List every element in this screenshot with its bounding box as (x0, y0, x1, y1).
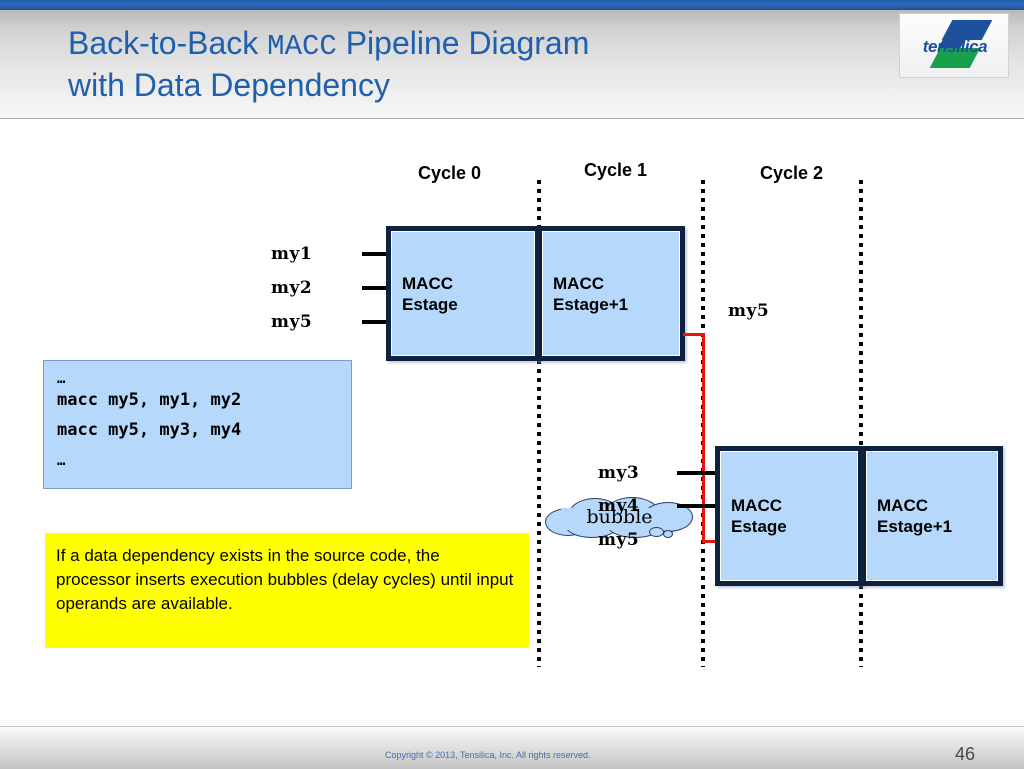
cycle-divider-1 (537, 180, 541, 667)
dependency-line-segment-top (683, 333, 705, 336)
row2-stage-box-1: MACC Estage+1 (861, 446, 1003, 586)
title-text-part2: Pipeline Diagram (336, 25, 590, 61)
row2-operand-label-1: my4 (598, 496, 640, 516)
bubble-tail-small-icon (663, 530, 673, 538)
row2-operand-wire-1 (677, 504, 717, 508)
row1-stage-1-line2: Estage+1 (553, 294, 629, 314)
row1-operand-wire-1 (362, 286, 390, 290)
explanation-note-text: If a data dependency exists in the sourc… (56, 546, 514, 613)
code-line-1: macc my5, my1, my2 (57, 390, 242, 410)
slide-footer (0, 726, 1024, 769)
top-accent-bar (0, 0, 1024, 10)
row2-stage-0-line1: MACC (731, 496, 782, 515)
cycle-divider-3 (859, 180, 863, 667)
row1-operand-label-0: my1 (271, 244, 313, 264)
logo-wordmark: tensilica (922, 37, 988, 56)
title-mono-macc: MACC (267, 30, 337, 63)
explanation-note: If a data dependency exists in the sourc… (45, 533, 529, 648)
row1-operand-wire-2 (362, 320, 390, 324)
row2-stage-0-inner-border (720, 451, 858, 581)
title-text-part1: Back-to-Back (68, 25, 268, 61)
bubble-label: bubble (586, 506, 653, 528)
code-line-0: … (57, 371, 66, 387)
slide-header: Back-to-Back MACC Pipeline Diagram with … (0, 10, 1024, 119)
row2-stage-0-line2: Estage (731, 517, 787, 536)
row2-operand-wire-0 (677, 471, 717, 475)
page-number: 46 (955, 744, 976, 764)
row1-operand-wire-0 (362, 252, 390, 256)
row2-pipeline-stages: MACC Estage MACC Estage+1 (715, 446, 1003, 586)
row1-stage-1-inner-border (542, 231, 680, 356)
diagram-canvas: Cycle 0 Cycle 1 Cycle 2 my1 my2 my5 MACC… (0, 118, 1024, 726)
cycle-label-0: Cycle 0 (418, 163, 482, 183)
code-line-3: … (57, 453, 66, 469)
row1-operand-label-2: my5 (271, 312, 313, 332)
row2-stage-1-label: MACC Estage+1 (877, 495, 952, 537)
row1-stage-1-line1: MACC (553, 273, 604, 293)
row1-operand-label-1: my2 (271, 278, 313, 298)
bubble-callout: bubble (543, 496, 696, 541)
title-line-two: with Data Dependency (68, 67, 390, 103)
row2-stage-0-label: MACC Estage (731, 495, 787, 537)
copyright-text: Copyright © 2013, Tensilica, Inc. All ri… (385, 750, 591, 760)
row2-stage-1-inner-border (866, 451, 998, 581)
source-code-box: … macc my5, my1, my2 macc my5, my3, my4 … (43, 360, 352, 489)
dependency-line-segment-vertical (702, 333, 705, 543)
row2-operand-label-0: my3 (598, 463, 640, 483)
row2-operand-label-2: my5 (598, 530, 640, 550)
bubble-tail-large-icon (649, 527, 664, 537)
cycle-label-2: Cycle 2 (760, 163, 824, 183)
row2-stage-1-line2: Estage+1 (877, 517, 953, 536)
row1-stage-0-line2: Estage (402, 294, 458, 314)
row2-stage-box-0: MACC Estage (715, 446, 863, 586)
row2-stage-1-line1: MACC (877, 496, 928, 515)
page-title: Back-to-Back MACC Pipeline Diagram with … (68, 24, 828, 104)
row1-stage-0-inner-border (391, 231, 535, 356)
tensilica-logo: tensilica (899, 13, 1009, 78)
code-line-2: macc my5, my3, my4 (57, 420, 242, 440)
bubble-body (561, 508, 673, 530)
result-operand-label: my5 (728, 301, 770, 321)
cycle-label-1: Cycle 1 (584, 160, 648, 180)
row1-stage-0-line1: MACC (402, 273, 453, 293)
dependency-line-segment-bottom (702, 540, 724, 543)
